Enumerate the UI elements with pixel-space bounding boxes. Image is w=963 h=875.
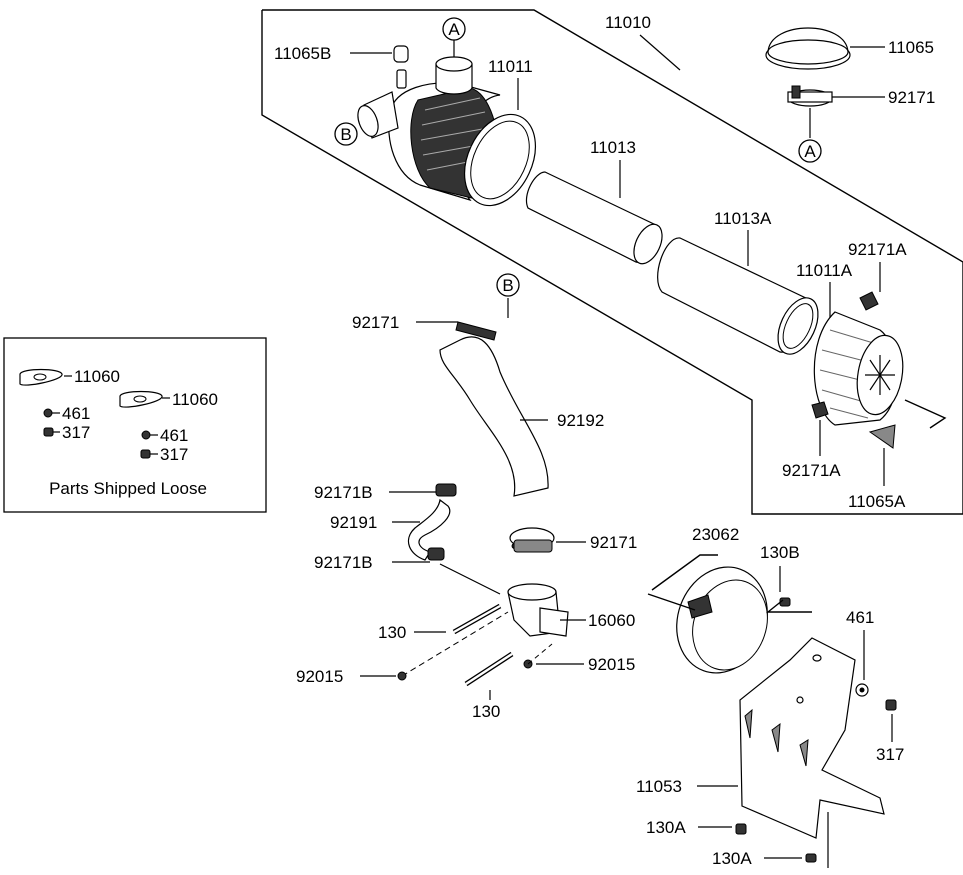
assembly-frame <box>261 9 963 515</box>
hose-92191 <box>407 483 457 561</box>
label-16060: 16060 <box>588 611 635 630</box>
loose-parts <box>19 368 163 459</box>
small-hardware <box>735 597 897 868</box>
label-23062: 23062 <box>692 525 739 544</box>
label-11065: 11065 <box>888 38 934 57</box>
bracket-11053 <box>739 637 885 839</box>
label-11011: 11011 <box>488 57 533 76</box>
label-130A-1: 130A <box>646 818 686 837</box>
label-317-a: 317 <box>62 423 90 442</box>
label-130A-2: 130A <box>712 849 752 868</box>
label-461-b: 461 <box>160 426 188 445</box>
label-317-b: 317 <box>160 445 188 464</box>
band-23062 <box>647 554 768 674</box>
cap-11065 <box>765 27 851 70</box>
callout-b-left <box>334 122 358 146</box>
label-461: 461 <box>846 608 874 627</box>
clamp-92171-lower <box>509 527 555 553</box>
label-11065A: 11065A <box>848 492 906 511</box>
label-11053: 11053 <box>636 777 682 796</box>
label-92171-mid: 92171 <box>352 313 399 332</box>
label-11013A: 11013A <box>714 209 772 228</box>
callout-a-top-label: A <box>448 20 460 39</box>
label-92192: 92192 <box>557 411 604 430</box>
callout-circles <box>334 17 822 297</box>
label-11060-a: 11060 <box>74 367 120 386</box>
leader-lines <box>52 34 893 859</box>
label-92171B-bottom: 92171B <box>314 553 373 572</box>
label-130-bottom: 130 <box>472 702 500 721</box>
label-92015-left: 92015 <box>296 667 343 686</box>
label-461-a: 461 <box>62 404 90 423</box>
label-130-left: 130 <box>378 623 406 642</box>
callout-a-right-label: A <box>804 142 816 161</box>
label-11060-b: 11060 <box>172 390 218 409</box>
label-92191: 92191 <box>330 513 377 532</box>
air-cleaner-housing <box>357 45 536 207</box>
label-317: 317 <box>876 745 904 764</box>
label-92171A-top: 92171A <box>848 240 907 259</box>
label-92171A-bottom: 92171A <box>782 461 841 480</box>
label-92015-right: 92015 <box>588 655 635 674</box>
parts-shipped-loose-caption: Parts Shipped Loose <box>49 479 207 498</box>
callout-a-right <box>798 139 822 163</box>
clamp-92171-top <box>787 85 833 107</box>
filter-element-11013A <box>657 237 819 355</box>
elbow-16060 <box>507 583 569 637</box>
label-11010: 11010 <box>605 13 651 32</box>
label-92171-top: 92171 <box>888 88 935 107</box>
label-11011A: 11011A <box>796 261 853 280</box>
callout-b-mid-label: B <box>502 276 513 295</box>
label-130B: 130B <box>760 543 800 562</box>
bolts-and-nuts <box>397 603 553 687</box>
label-11013: 11013 <box>590 138 636 157</box>
filter-element-11013 <box>525 171 663 265</box>
callout-b-left-label: B <box>340 125 351 144</box>
label-11065B: 11065B <box>274 44 331 63</box>
label-92171B-top: 92171B <box>314 483 373 502</box>
callout-a-top <box>442 17 466 41</box>
label-92171-lower: 92171 <box>590 533 637 552</box>
hose-92192 <box>439 321 549 497</box>
parts-shipped-loose-box <box>3 337 267 513</box>
cover-11011A <box>811 291 947 449</box>
callout-b-mid <box>496 273 520 297</box>
